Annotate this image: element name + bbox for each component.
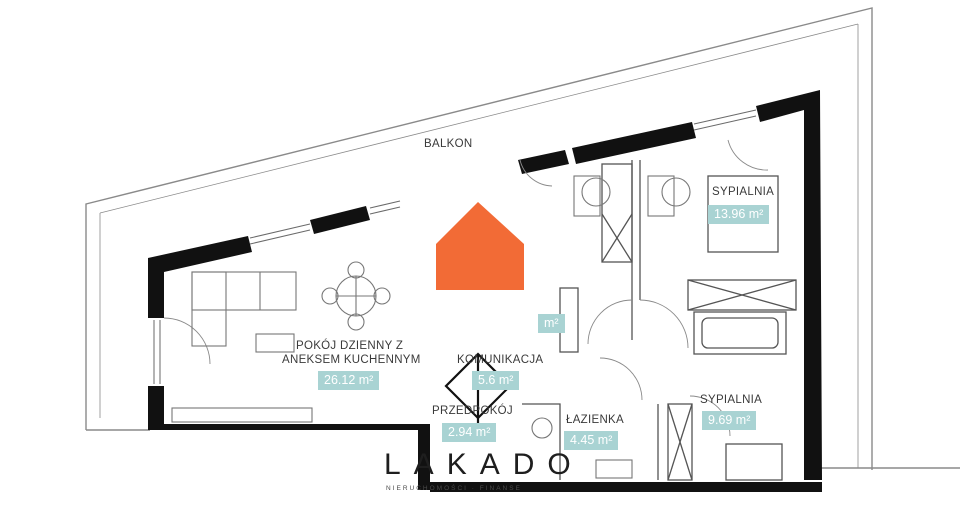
area-tag-living: 26.12 m²: [318, 371, 380, 390]
windows: [153, 109, 757, 384]
area-tag-bathroom: 4.45 m²: [564, 431, 619, 450]
house-icon: [436, 202, 524, 290]
brand-name: LAKADO: [384, 448, 584, 481]
area-tag-bedroom-2: 9.69 m²: [702, 411, 757, 430]
area-tag-small-room: m²: [538, 314, 565, 333]
room-label-corridor: KOMUNIKACJA: [457, 354, 544, 366]
exterior-walls: [148, 90, 822, 492]
area-tag-hall: 2.94 m²: [442, 423, 497, 442]
area-tag-bedroom-1: 13.96 m²: [708, 205, 770, 224]
room-label-bedroom-1: SYPIALNIA: [712, 186, 775, 198]
living-furniture: [171, 175, 691, 479]
room-label-bedroom-2: SYPIALNIA: [700, 394, 763, 406]
room-label-balkon: BALKON: [424, 138, 473, 150]
balcony-outline: [85, 7, 960, 470]
room-label-hall: PRZEDPOKÓJ: [432, 405, 513, 417]
room-label-bathroom: ŁAZIENKA: [566, 414, 625, 426]
area-tag-corridor: 5.6 m²: [472, 371, 520, 390]
room-label-living-2: ANEKSEM KUCHENNYM: [282, 354, 421, 366]
room-label-living-1: POKÓJ DZIENNY Z: [296, 340, 404, 352]
brand-tagline: NIERUCHOMOŚCI · FINANSE: [386, 485, 522, 492]
